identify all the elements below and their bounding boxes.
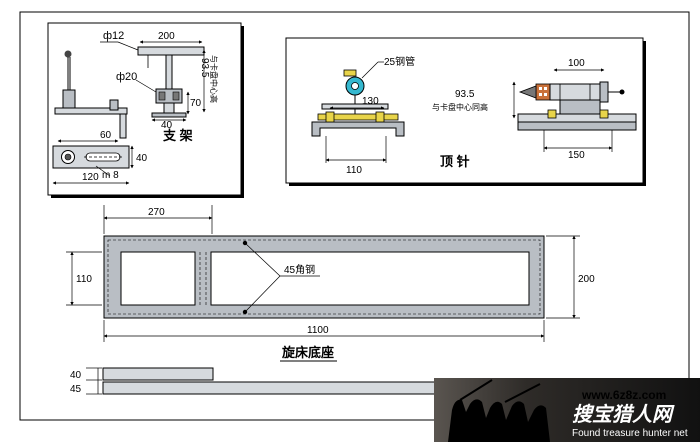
watermark: www.6z8z.com 搜宝猎人网 Found treasure hunter… xyxy=(434,378,700,442)
elev-dim-45: 45 xyxy=(70,384,82,395)
tailstock-dim-110: 110 xyxy=(346,165,362,176)
tailstock-dimension-lines xyxy=(325,61,613,163)
support-dim-70: 70 xyxy=(190,98,202,109)
base-dim-200: 200 xyxy=(578,274,595,285)
support-side-view xyxy=(54,50,128,139)
watermark-cn: 搜宝猎人网 xyxy=(572,403,675,426)
tailstock-dim-100: 100 xyxy=(568,58,585,69)
support-panel: ф12 200 ф20 93.5 与卡盘中心高 70 40 60 40 m 8 … xyxy=(47,22,244,198)
support-front-view xyxy=(137,46,205,118)
base-dim-110: 110 xyxy=(76,274,92,285)
base-plan-view xyxy=(103,235,545,319)
support-center-note: 与卡盘中心高 xyxy=(209,55,219,103)
support-dimension-lines xyxy=(52,40,206,185)
support-dim-phi20: ф20 xyxy=(116,71,137,83)
tailstock-pipe-label: 25钢管 xyxy=(384,55,415,68)
base-title: 旋床底座 xyxy=(281,345,334,360)
support-top-view xyxy=(52,145,130,169)
tailstock-side-view xyxy=(517,81,637,131)
watermark-silhouettes-icon xyxy=(448,399,550,442)
support-dim-40b: 40 xyxy=(136,153,148,164)
base-dimension-lines xyxy=(66,205,580,342)
support-dim-40: 40 xyxy=(161,120,173,131)
base-dim-1100: 1100 xyxy=(307,325,329,336)
support-dim-phi12: ф12 xyxy=(103,30,124,42)
drawing-frame xyxy=(19,11,690,421)
tailstock-dim-130: 130 xyxy=(362,96,379,107)
tailstock-center-note: 与卡盘中心同高 xyxy=(432,102,488,112)
base-angle-label: 45角钢 xyxy=(284,263,315,276)
support-dim-120: 120 xyxy=(82,172,99,183)
tailstock-panel: 25钢管 130 110 100 93.5 与卡盘中心同高 150 顶 针 xyxy=(285,37,646,186)
support-dim-60: 60 xyxy=(100,130,112,141)
tailstock-dim-93-5: 93.5 xyxy=(455,89,475,100)
tailstock-title: 顶 针 xyxy=(440,154,470,169)
support-dim-m8: m 8 xyxy=(102,170,119,181)
elev-dim-40: 40 xyxy=(70,370,82,381)
tailstock-dim-150: 150 xyxy=(568,150,585,161)
support-dim-93-5: 93.5 xyxy=(199,58,210,78)
base-dim-270: 270 xyxy=(148,207,165,218)
watermark-en: Found treasure hunter net xyxy=(572,428,688,439)
support-title: 支 架 xyxy=(162,128,193,143)
watermark-url: www.6z8z.com xyxy=(581,388,666,402)
support-dim-200: 200 xyxy=(158,31,175,42)
